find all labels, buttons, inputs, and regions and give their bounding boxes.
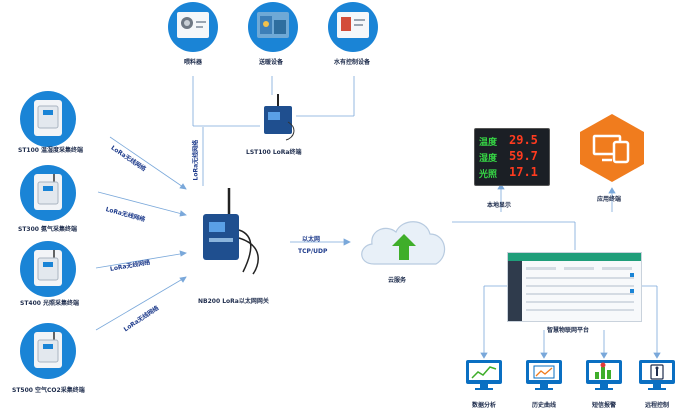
top-device-label-3: 水有控制设备: [334, 59, 371, 66]
sensor-label-1: ST100 温湿度采集终端: [18, 147, 84, 154]
platform-label: 智慧物联网平台: [547, 327, 590, 334]
top-device-label-2: 送暖设备: [259, 59, 284, 66]
module-label-4: 远程控制: [645, 402, 670, 409]
module-label-1: 数据分析: [472, 402, 497, 409]
heating-device-circle: [248, 2, 298, 52]
platform-content: [526, 267, 634, 311]
display-row-2: 湿度 59.7: [479, 149, 545, 164]
display-row-2-value: 59.7: [509, 149, 538, 163]
display-row-1-value: 29.5: [509, 133, 538, 147]
sensor-circle-st300: [20, 165, 76, 221]
sensor-circle-st400: [20, 241, 76, 297]
top-device-label-1: 喂料器: [184, 59, 203, 66]
display-row-2-name: 湿度: [479, 154, 498, 164]
display-row-1: 温度 29.5: [479, 133, 545, 148]
sensor-circle-st500: [20, 323, 76, 379]
cloud-label: 云服务: [388, 277, 407, 284]
module-monitor-2: [526, 360, 562, 390]
sensor-circle-st100: [20, 91, 76, 147]
sensor-label-2: ST300 氨气采集终端: [18, 226, 78, 233]
lst100-label: LST100 LoRa终端: [246, 149, 302, 156]
app-terminal-icon: [580, 114, 644, 182]
lst100-device: [264, 94, 295, 141]
module-label-3: 短信报警: [592, 402, 617, 409]
display-row-1-name: 温度: [479, 138, 498, 148]
local-display-label: 本地显示: [487, 202, 512, 209]
gateway-device: [203, 188, 259, 275]
feeder-device-circle: [168, 2, 218, 52]
app-terminal-label: 应用终端: [597, 196, 622, 203]
water-device-circle: [328, 2, 378, 52]
lora-vertical-label: LoRa无线网络: [192, 139, 200, 181]
display-row-3-name: 光照: [479, 170, 498, 180]
gateway-label: NB200 LoRa以太网网关: [198, 298, 269, 305]
module-monitor-3: [586, 360, 622, 390]
module-monitor-4: [639, 360, 675, 390]
module-label-2: 历史曲线: [532, 402, 557, 409]
platform-header-bar: [508, 253, 641, 261]
sensor-label-4: ST500 空气CO2采集终端: [12, 387, 85, 394]
display-row-3-value: 17.1: [509, 165, 538, 179]
platform-screenshot: [507, 252, 642, 322]
cloud-icon: [361, 221, 446, 265]
module-monitor-1: [466, 360, 502, 390]
platform-sidebar: [508, 261, 522, 321]
sensor-label-3: ST400 光照采集终端: [20, 300, 80, 307]
display-row-3: 光照 17.1: [479, 165, 545, 180]
ethernet-label: 以太网: [302, 236, 321, 243]
local-display-panel: 温度 29.5 湿度 59.7 光照 17.1: [474, 128, 550, 186]
tcp-udp-label: TCP/UDP: [298, 248, 328, 255]
